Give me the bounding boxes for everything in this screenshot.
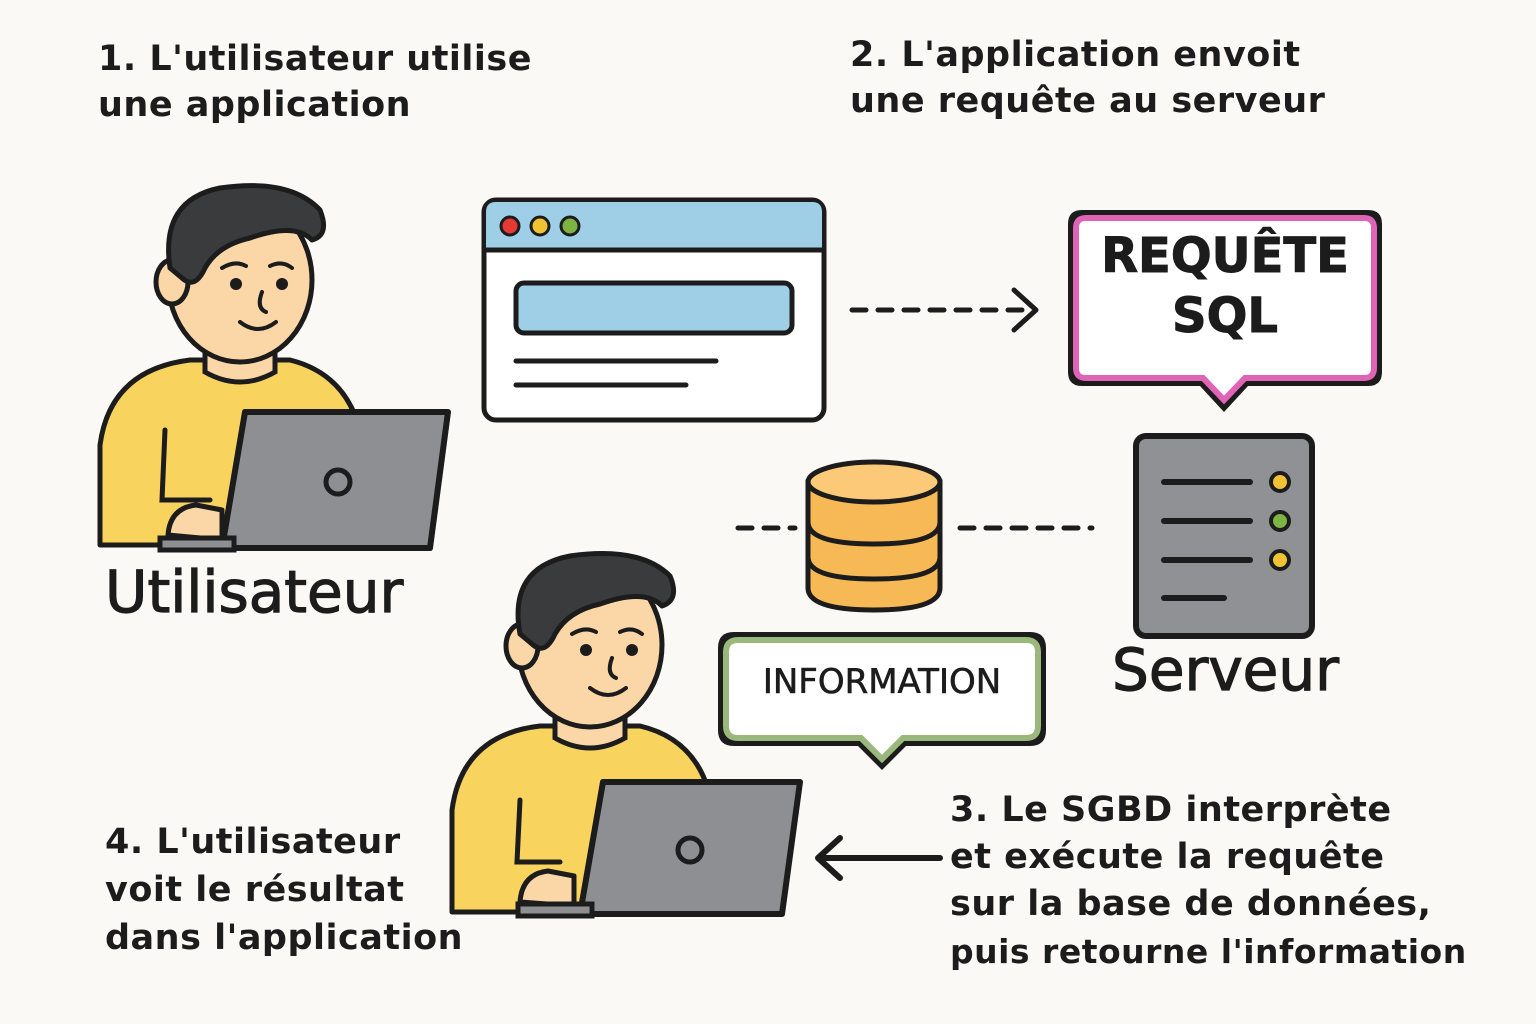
step-2-line-1: 2. L'application envoit xyxy=(850,35,1301,75)
step-4-line-3: dans l'application xyxy=(105,918,464,958)
step-3-text: 3. Le SGBD interprète et exécute la requ… xyxy=(950,787,1467,975)
step-4-text: 4. L'utilisateur voit le résultat dans l… xyxy=(105,818,463,962)
app-window-icon xyxy=(481,197,827,423)
step-3-line-4: puis retourne l'information xyxy=(950,932,1467,971)
server-rack-icon xyxy=(1133,433,1315,639)
dashed-arrow-right-icon xyxy=(849,287,1039,333)
user-top-icon xyxy=(97,183,451,553)
step-4-line-1: 4. L'utilisateur xyxy=(105,822,401,862)
step-3-line-2: et exécute la requête xyxy=(950,837,1385,877)
server-label: Serveur xyxy=(1111,635,1339,704)
user-bottom-icon xyxy=(449,551,803,919)
step-3-line-3: sur la base de données, xyxy=(950,884,1432,924)
sql-query-label: REQUÊTE SQL xyxy=(1076,226,1374,346)
step-1-text: 1. L'utilisateur utilise une application xyxy=(98,36,532,128)
step-3-line-1: 3. Le SGBD interprète xyxy=(950,790,1392,830)
step-2-text: 2. L'application envoit une requête au s… xyxy=(850,32,1325,124)
step-4-line-2: voit le résultat xyxy=(105,870,405,910)
database-icon xyxy=(805,459,943,613)
sql-query-bubble xyxy=(1068,210,1382,412)
sql-query-line-1: REQUÊTE xyxy=(1101,228,1350,285)
step-1-line-1: 1. L'utilisateur utilise xyxy=(98,39,532,79)
arrow-left-icon xyxy=(815,835,943,881)
step-2-line-2: une requête au serveur xyxy=(850,81,1326,121)
user-label: Utilisateur xyxy=(104,557,404,626)
step-1-line-2: une application xyxy=(98,85,412,125)
information-label: INFORMATION xyxy=(762,662,1002,703)
information-bubble xyxy=(718,632,1046,770)
sql-query-line-2: SQL xyxy=(1172,288,1279,345)
